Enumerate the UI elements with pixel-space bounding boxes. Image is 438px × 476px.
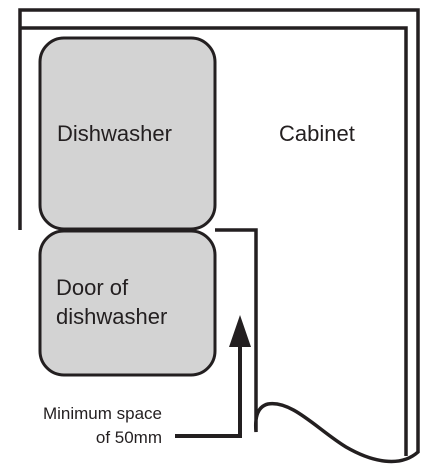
dishwasher-body (38, 36, 217, 231)
min-space-label-line2: of 50mm (96, 428, 162, 447)
dishwasher-label: Dishwasher (57, 121, 172, 146)
min-space-label-line1: Minimum space (43, 404, 162, 423)
cabinet-outline (18, 8, 420, 464)
door-label-line1: Door of (56, 275, 129, 300)
cabinet-label: Cabinet (279, 121, 355, 146)
cabinet-side-edge (20, 26, 408, 456)
min-space-pointer-line (175, 338, 242, 438)
dishwasher-door (38, 229, 217, 377)
door-label-line2: dishwasher (56, 304, 167, 329)
arrow-up-icon (229, 315, 251, 347)
